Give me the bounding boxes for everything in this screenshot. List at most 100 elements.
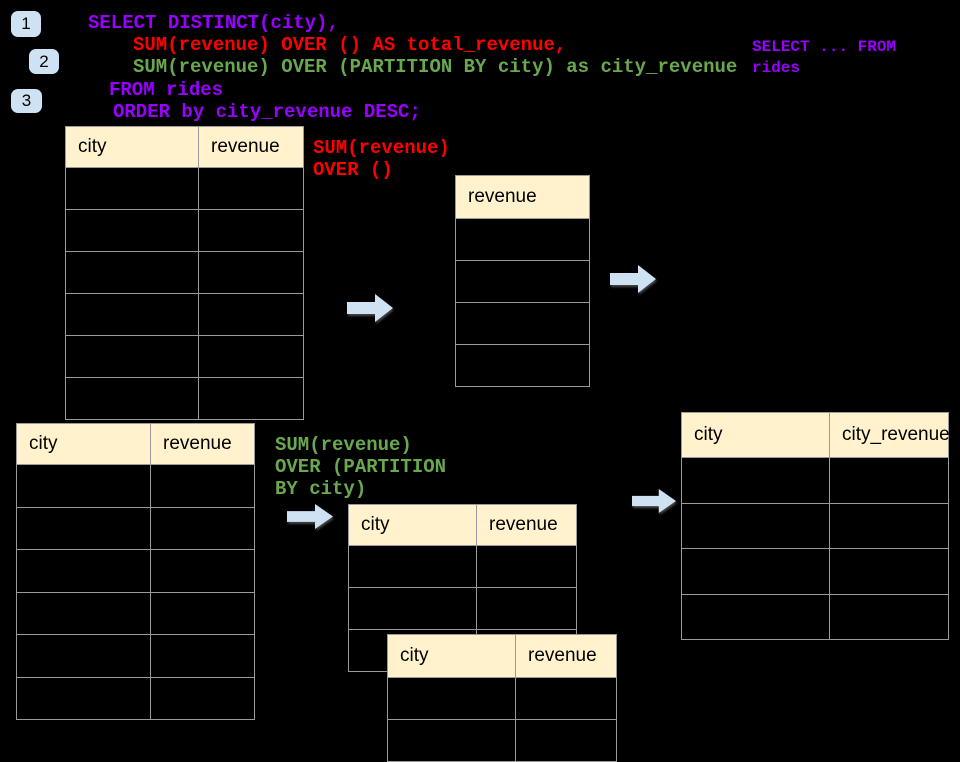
empty-cell xyxy=(829,502,949,549)
empty-cell xyxy=(387,677,516,720)
empty-cell xyxy=(16,634,151,678)
table-row xyxy=(681,593,949,640)
table-row xyxy=(348,545,577,588)
empty-cell xyxy=(829,548,949,595)
flow-arrow-right-icon xyxy=(632,489,676,513)
empty-cell xyxy=(198,335,304,378)
empty-cell xyxy=(515,677,617,720)
table-row xyxy=(387,677,617,720)
empty-cell xyxy=(348,587,477,630)
empty-cell xyxy=(150,676,255,720)
header-row: revenue xyxy=(455,175,590,219)
table-row xyxy=(65,293,304,336)
empty-cell xyxy=(198,377,304,420)
table-total-revenue-result: revenue xyxy=(455,175,590,387)
empty-cell xyxy=(150,464,255,508)
column-header: city xyxy=(348,504,477,546)
empty-cell xyxy=(515,719,617,762)
table-row xyxy=(455,218,590,261)
column-header: city xyxy=(681,412,830,458)
column-header: city xyxy=(387,634,516,678)
select-from-rides-note: SELECT ... FROM rides xyxy=(752,38,897,77)
empty-cell xyxy=(455,218,590,261)
empty-cell xyxy=(681,502,830,549)
empty-cell xyxy=(16,591,151,635)
table-row xyxy=(387,719,617,762)
table-row xyxy=(455,302,590,345)
column-header: revenue xyxy=(455,175,590,219)
empty-cell xyxy=(65,335,199,378)
table-row xyxy=(16,549,255,593)
empty-cell xyxy=(455,302,590,345)
empty-cell xyxy=(387,719,516,762)
table-row xyxy=(16,464,255,508)
table-row xyxy=(65,167,304,210)
empty-cell xyxy=(150,549,255,593)
sum-over-partition-annotation: SUM(revenue) OVER (PARTITION BY city) xyxy=(275,434,447,500)
table-row xyxy=(65,209,304,252)
sql-code-line-total-revenue: SUM(revenue) OVER () AS total_revenue, xyxy=(133,34,567,56)
table-row xyxy=(16,591,255,635)
empty-cell xyxy=(65,209,199,252)
empty-cell xyxy=(65,377,199,420)
table-row xyxy=(16,506,255,550)
empty-cell xyxy=(348,545,477,588)
sql-code-line-from: FROM rides xyxy=(109,79,224,101)
empty-cell xyxy=(829,593,949,640)
flow-arrow-right-icon xyxy=(610,265,656,293)
table-row xyxy=(65,335,304,378)
sql-code-line-city-revenue: SUM(revenue) OVER (PARTITION BY city) as… xyxy=(133,56,738,78)
empty-cell xyxy=(16,676,151,720)
table-row xyxy=(16,676,255,720)
empty-cell xyxy=(65,293,199,336)
table-row xyxy=(16,634,255,678)
column-header: revenue xyxy=(198,126,304,168)
empty-cell xyxy=(198,209,304,252)
sql-code-line-order-by: ORDER by city_revenue DESC; xyxy=(113,101,421,123)
empty-cell xyxy=(681,593,830,640)
empty-cell xyxy=(198,251,304,294)
table-row xyxy=(65,251,304,294)
empty-cell xyxy=(150,506,255,550)
empty-cell xyxy=(198,167,304,210)
table-row xyxy=(65,377,304,420)
column-header: city xyxy=(16,423,151,465)
column-header: revenue xyxy=(150,423,255,465)
table-row xyxy=(681,457,949,504)
empty-cell xyxy=(476,545,577,588)
empty-cell xyxy=(681,457,830,504)
sql-code-line-select: SELECT DISTINCT(city), xyxy=(88,12,339,34)
empty-cell xyxy=(65,167,199,210)
empty-cell xyxy=(455,260,590,303)
empty-cell xyxy=(681,548,830,595)
column-header: city xyxy=(65,126,199,168)
flow-arrow-right-icon xyxy=(287,504,333,529)
empty-cell xyxy=(455,344,590,387)
empty-cell xyxy=(16,506,151,550)
table-row xyxy=(455,260,590,303)
empty-cell xyxy=(150,591,255,635)
empty-cell xyxy=(829,457,949,504)
slide-canvas: { "slide": { "step_badges": [ {"label": … xyxy=(11,11,950,762)
empty-cell xyxy=(198,293,304,336)
sum-over-annotation: SUM(revenue) OVER () xyxy=(313,137,450,181)
table-row xyxy=(681,502,949,549)
empty-cell xyxy=(476,587,577,630)
table-row xyxy=(348,587,577,630)
step-badge-3: 3 xyxy=(11,89,42,113)
step-badge-1: 1 xyxy=(11,11,41,37)
table-row xyxy=(681,548,949,595)
empty-cell xyxy=(16,549,151,593)
empty-cell xyxy=(16,464,151,508)
column-header: city_revenue xyxy=(829,412,950,458)
column-header: revenue xyxy=(476,504,577,546)
